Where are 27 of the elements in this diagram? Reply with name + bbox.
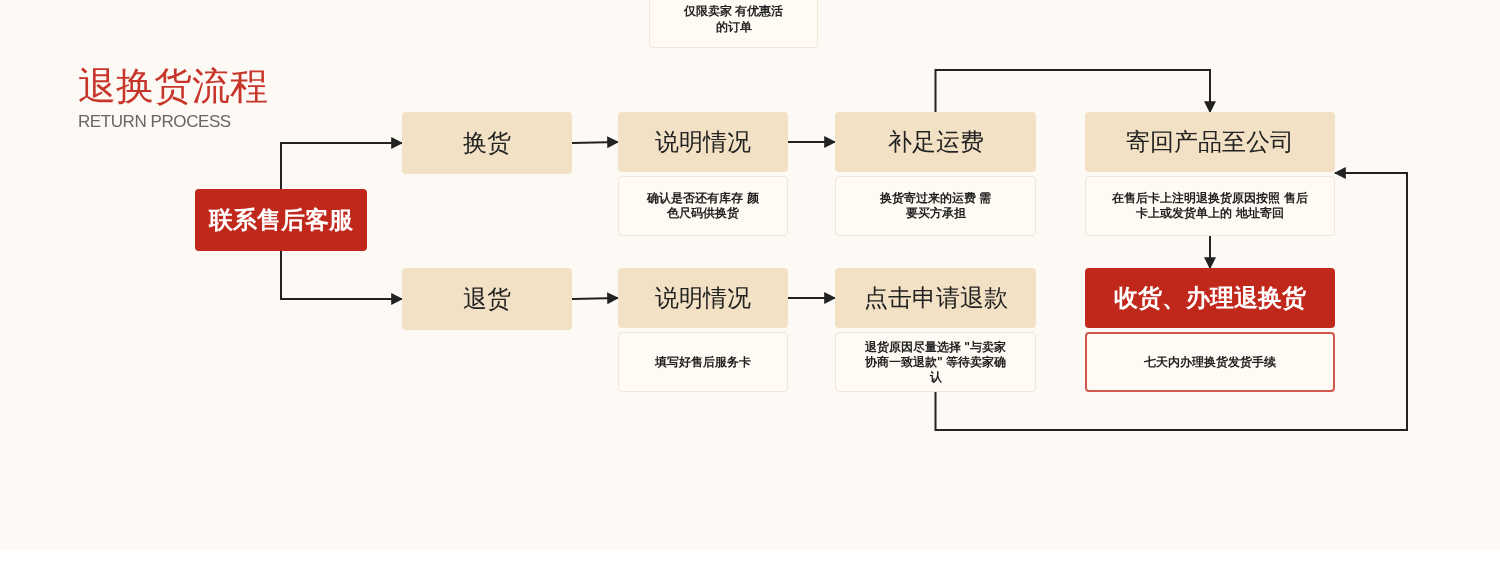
step-header: 补足运费 <box>835 112 1036 172</box>
arrow <box>787 292 837 304</box>
process-box: 联系售后客服 <box>195 189 367 251</box>
step-note: 退货原因尽量选择 "与卖家协商一致退款" 等待卖家确认 <box>835 332 1036 392</box>
arrow <box>280 250 404 305</box>
step-header: 说明情况 <box>618 268 788 328</box>
arrow <box>280 137 404 190</box>
arrow <box>571 292 620 305</box>
step-header: 点击申请退款 <box>835 268 1036 328</box>
step-header: 收货、办理退换货 <box>1085 268 1335 328</box>
arrow <box>934 167 1408 431</box>
process-box: 退货 <box>402 268 572 330</box>
subtitle: RETURN PROCESS <box>78 111 231 133</box>
arrow <box>571 136 620 149</box>
arrow <box>787 136 837 148</box>
note-box: 仅限卖家 有优惠活的订单 <box>649 0 818 48</box>
step-note: 换货寄过来的运费 需要买方承担 <box>835 176 1036 236</box>
step-note: 在售后卡上注明退换货原因按照 售后卡上或发货单上的 地址寄回 <box>1085 176 1335 236</box>
step-header: 寄回产品至公司 <box>1085 112 1335 172</box>
step-header: 说明情况 <box>618 112 788 172</box>
step-note: 填写好售后服务卡 <box>618 332 788 392</box>
arrow <box>934 69 1216 114</box>
step-note: 七天内办理换货发货手续 <box>1085 332 1335 392</box>
step-note: 确认是否还有库存 颜色尺码供换货 <box>618 176 788 236</box>
title: 退换货流程 <box>78 64 268 109</box>
arrow <box>1204 235 1216 270</box>
process-box: 换货 <box>402 112 572 174</box>
